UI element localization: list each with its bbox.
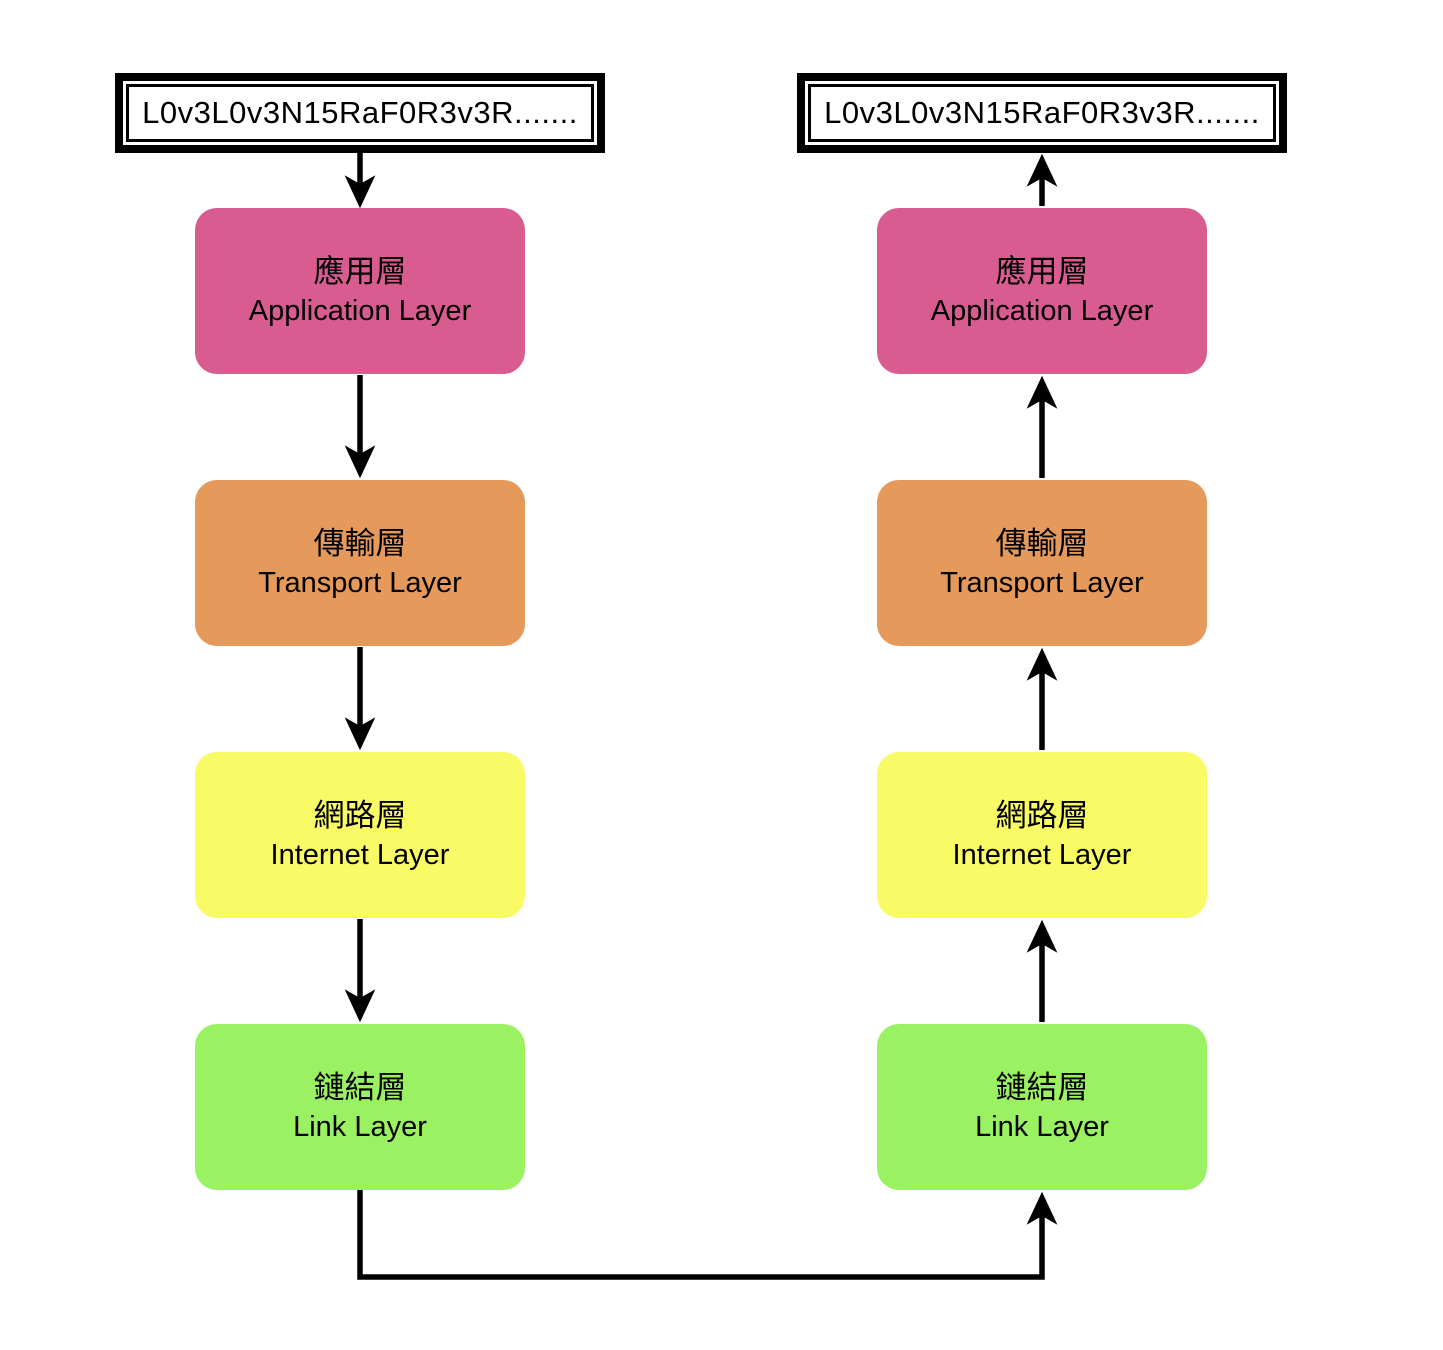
layer-label-en-link-receiver: Link Layer <box>975 1111 1109 1143</box>
layer-box-link-receiver: 鏈結層 Link Layer <box>877 1024 1207 1190</box>
layer-label-en-application-receiver: Application Layer <box>930 295 1154 327</box>
layer-label-zh-transport-receiver: 傳輸層 <box>995 526 1089 561</box>
layer-box-transport-receiver: 傳輸層 Transport Layer <box>877 480 1207 646</box>
layer-box-link-sender: 鏈結層 Link Layer <box>195 1024 525 1190</box>
payload-box-sender: L0v3L0v3N15RaF0R3v3R....... <box>115 73 605 153</box>
payload-text-receiver: L0v3L0v3N15RaF0R3v3R....... <box>808 84 1276 142</box>
layer-label-en-internet-sender: Internet Layer <box>270 839 450 871</box>
layer-box-application-receiver: 應用層 Application Layer <box>877 208 1207 374</box>
layer-label-en-application-sender: Application Layer <box>248 295 472 327</box>
layer-box-internet-sender: 網路層 Internet Layer <box>195 752 525 918</box>
layer-box-application-sender: 應用層 Application Layer <box>195 208 525 374</box>
layer-label-zh-application-sender: 應用層 <box>313 254 407 289</box>
layer-label-zh-link-sender: 鏈結層 <box>313 1070 407 1105</box>
layer-label-en-transport-receiver: Transport Layer <box>940 567 1144 599</box>
layer-label-en-transport-sender: Transport Layer <box>258 567 462 599</box>
layer-label-zh-transport-sender: 傳輸層 <box>313 526 407 561</box>
layer-label-zh-link-receiver: 鏈結層 <box>995 1070 1089 1105</box>
layer-label-zh-internet-sender: 網路層 <box>313 798 407 833</box>
layer-label-zh-internet-receiver: 網路層 <box>995 798 1089 833</box>
payload-box-receiver: L0v3L0v3N15RaF0R3v3R....... <box>797 73 1287 153</box>
layer-box-transport-sender: 傳輸層 Transport Layer <box>195 480 525 646</box>
layer-label-zh-application-receiver: 應用層 <box>995 254 1089 289</box>
layer-box-internet-receiver: 網路層 Internet Layer <box>877 752 1207 918</box>
layer-label-en-internet-receiver: Internet Layer <box>952 839 1132 871</box>
connector-sender-link-to-receiver-link <box>357 1190 1058 1280</box>
layer-label-en-link-sender: Link Layer <box>293 1111 427 1143</box>
payload-text-sender: L0v3L0v3N15RaF0R3v3R....... <box>126 84 594 142</box>
